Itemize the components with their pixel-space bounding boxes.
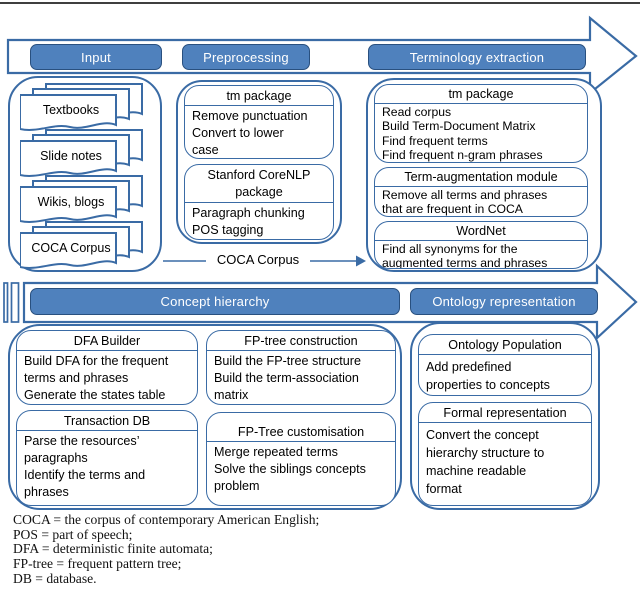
legend-line: COCA = the corpus of contemporary Americ… [13,512,320,527]
box-line: machine readable [426,464,527,478]
box-wordnet: WordNet Find all synonyms for the augmen… [374,221,588,269]
stage-pill-label: Concept hierarchy [160,294,270,309]
box-line: Merge repeated terms [214,445,338,459]
box-fp-tree-customisation: FP-Tree customisation Merge repeated ter… [206,412,396,506]
input-doc-stack-coca-corpus: COCA Corpus [20,221,144,271]
box-line: Remove punctuation [192,109,308,123]
box-line: hierarchy structure to [426,446,545,460]
box-body: Read corpus Build Term-Document Matrix F… [375,104,587,162]
box-body: Find all synonyms for the augmented term… [375,241,587,269]
stage-pill-label: Terminology extraction [409,49,545,65]
box-body: Add predefined properties to concepts [419,355,591,395]
stage2-arrow-stripe1 [3,282,9,323]
box-line: Find all synonyms for the [382,242,518,256]
box-line: Identify the terms and [24,468,146,482]
box-header: Term-augmentation module [375,168,587,187]
document-stack-icon [20,129,143,177]
box-header: Formal representation [419,403,591,423]
legend-line: FP-tree = frequent pattern tree; [13,556,182,572]
box-header: DFA Builder [17,331,197,351]
box-body: Convert the concept hierarchy structure … [419,423,591,500]
input-item-label: COCA Corpus [31,241,111,255]
box-ontology-population: Ontology Population Add predefined prope… [418,334,592,396]
box-body: Build DFA for the frequent terms and phr… [17,351,197,404]
box-transaction-db: Transaction DB Parse the resources’ para… [16,410,198,506]
stage-pill-label: Ontology representation [432,294,576,309]
document-stack-icon [20,175,143,223]
coca-connector-label: COCA Corpus [216,252,300,267]
top-rule [0,2,640,4]
box-line: terms and phrases [24,371,129,385]
legend-line: POS = part of speech; [13,526,133,542]
coca-connector-arrowhead-icon [356,255,366,267]
box-line: Convert the concept [426,428,539,442]
box-line: Solve the siblings concepts [214,462,366,476]
stage-pill-input: Input [30,44,162,70]
document-stack-icon [20,83,143,131]
box-header: WordNet [375,222,587,241]
box-line: matrix [214,388,249,402]
box-line: Remove all terms and phrases [382,188,548,202]
stage-pill-concept-hierarchy: Concept hierarchy [30,288,400,315]
box-line: Generate the states table [24,388,166,402]
box-line: paragraphs [24,451,88,465]
box-line: augmented terms and phrases [382,256,548,269]
stage-pill-label: Preprocessing [203,49,289,65]
box-header: FP-Tree customisation [207,413,395,442]
box-line: Build the FP-tree structure [214,354,361,368]
box-body: Remove all terms and phrases that are fr… [375,187,587,217]
box-stanford-corenlp: Stanford CoreNLP package Paragraph chunk… [184,164,334,240]
box-line: Build DFA for the frequent [24,354,169,368]
input-doc-stack-textbooks: Textbooks [20,83,144,133]
box-body: Paragraph chunking POS tagging [185,203,333,239]
box-line: Paragraph chunking [192,206,305,220]
box-term-augmentation-module: Term-augmentation module Remove all term… [374,167,588,217]
box-body: Merge repeated terms Solve the siblings … [207,442,395,497]
stage-pill-ontology-representation: Ontology representation [410,288,598,315]
box-line: format [426,482,462,496]
input-item-label: Textbooks [42,103,100,117]
box-line: phrases [24,485,69,499]
box-line: Parse the resources’ [24,434,140,448]
input-item-label: Wikis, blogs [37,195,105,209]
box-header: FP-tree construction [207,331,395,351]
box-line: properties to concepts [426,378,550,392]
box-body: Build the FP-tree structure Build the te… [207,351,395,404]
stage1-arrow [6,15,638,96]
box-tm-package-terminology: tm package Read corpus Build Term-Docume… [374,84,588,163]
box-line: case [192,143,219,157]
box-line: Find frequent n-gram phrases [382,147,543,162]
box-line: problem [214,479,260,493]
stage2-arrow-stripe2 [10,282,20,323]
input-doc-stack-wikis-blogs: Wikis, blogs [20,175,144,225]
box-header: Ontology Population [419,335,591,355]
box-dfa-builder: DFA Builder Build DFA for the frequent t… [16,330,198,405]
legend-line: DFA = deterministic finite automata; [13,541,213,557]
box-line: Build Term-Document Matrix [382,119,536,134]
box-header: tm package [375,85,587,104]
box-line: that are frequent in COCA [382,202,523,217]
box-fp-tree-construction: FP-tree construction Build the FP-tree s… [206,330,396,405]
input-item-label: Slide notes [40,149,102,163]
stage-pill-label: Input [81,49,111,65]
box-line: Add predefined [426,360,512,374]
document-stack-icon [20,221,143,269]
box-line: Convert to lower [192,126,284,140]
box-line: Build the term-association [214,371,359,385]
box-header: Stanford CoreNLP package [185,165,333,203]
box-tm-package-preprocessing: tm package Remove punctuation Convert to… [184,85,334,159]
abbreviation-legend: COCA = the corpus of contemporary Americ… [13,512,320,587]
box-body: Remove punctuation Convert to lower case [185,106,333,158]
box-line: POS tagging [192,223,264,237]
box-line: Read corpus [382,105,452,119]
box-header: Transaction DB [17,411,197,431]
stage-pill-preprocessing: Preprocessing [182,44,310,70]
box-line: Find frequent terms [382,133,488,148]
box-formal-representation: Formal representation Convert the concep… [418,402,592,506]
box-body: Parse the resources’ paragraphs Identify… [17,431,197,503]
box-header: tm package [185,86,333,106]
legend-line: DB = database. [13,570,97,586]
input-doc-stack-slide-notes: Slide notes [20,129,144,179]
stage-pill-terminology-extraction: Terminology extraction [368,44,586,70]
